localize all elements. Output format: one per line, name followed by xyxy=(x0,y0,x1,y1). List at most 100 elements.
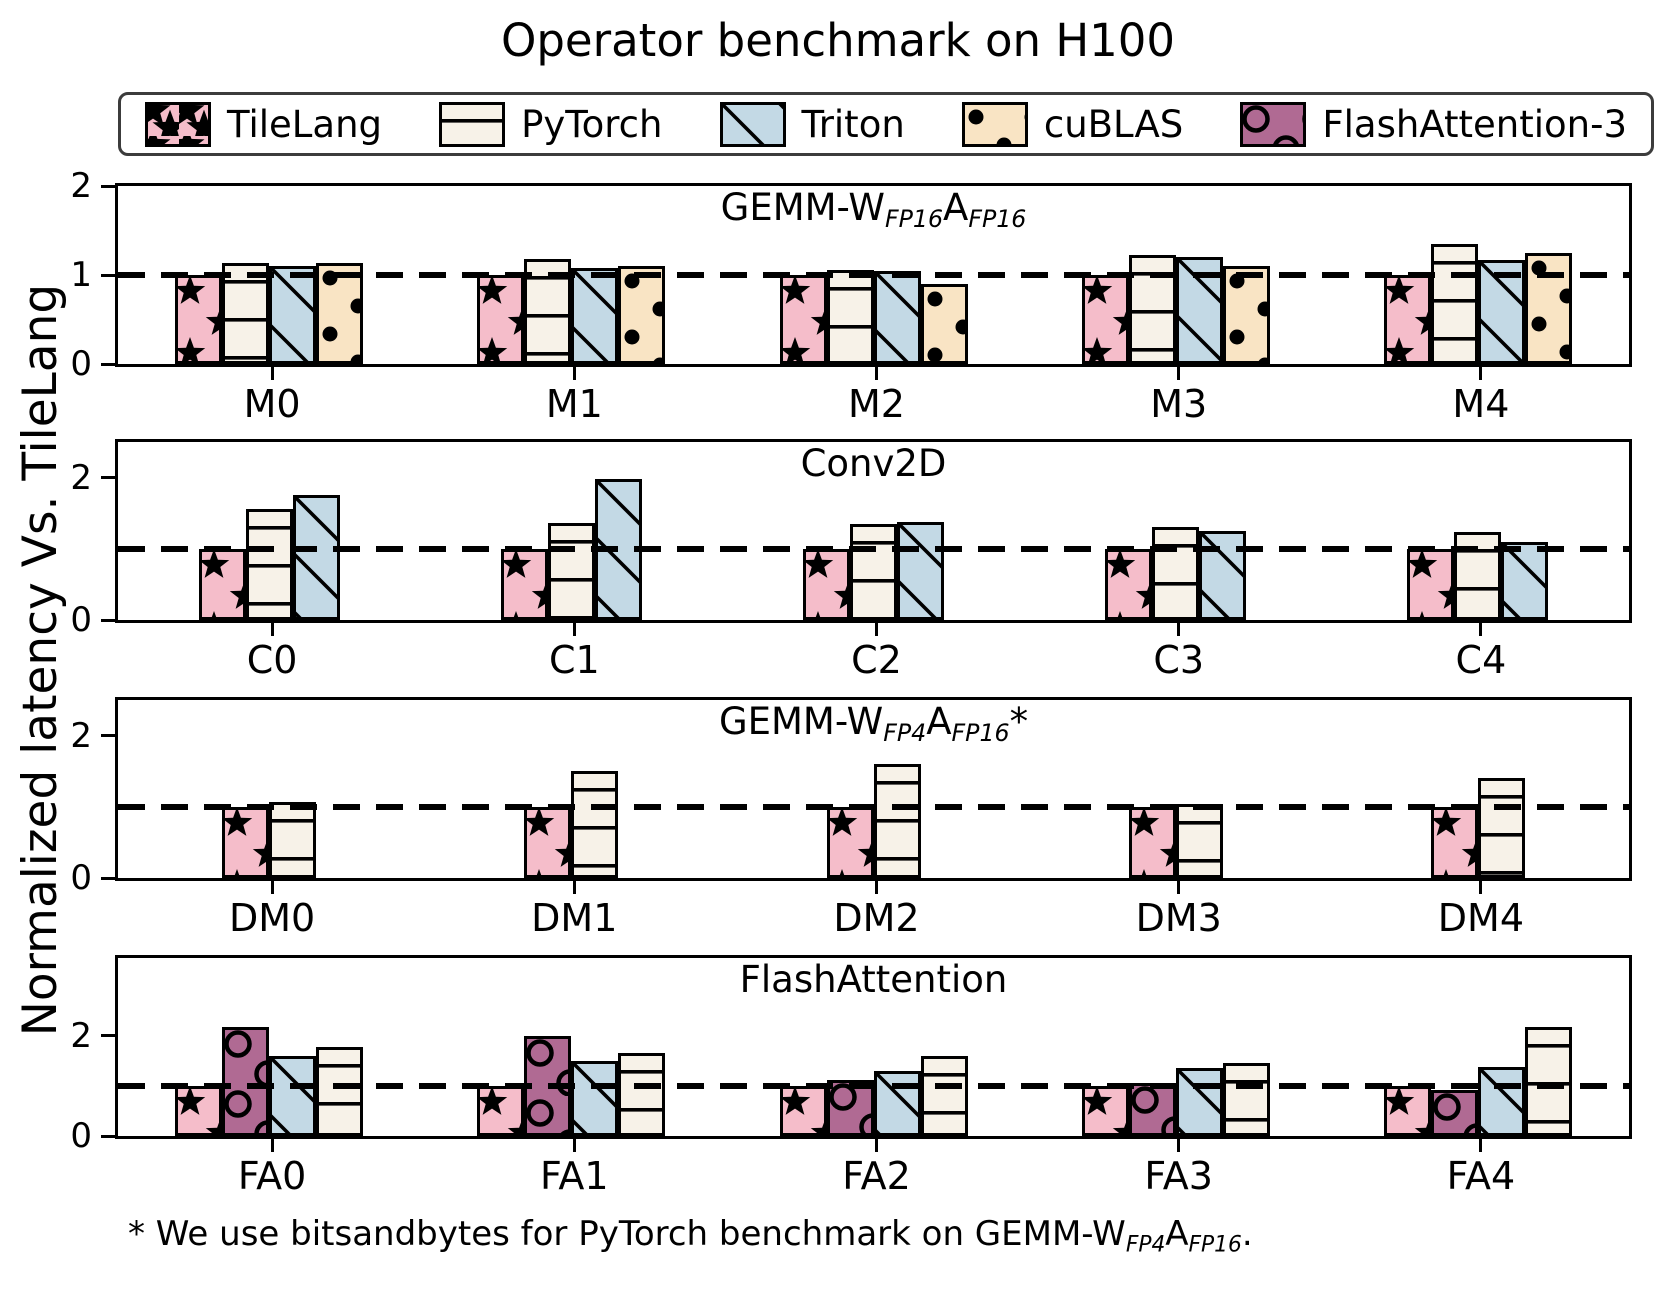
bar-triton-C0 xyxy=(293,495,340,620)
x-tick-mark xyxy=(1479,1139,1483,1152)
y-tick-mark xyxy=(101,184,115,188)
bar-triton-M4 xyxy=(1478,260,1525,364)
bar-triton-M0 xyxy=(269,266,316,364)
x-tick-label: C4 xyxy=(1455,638,1507,682)
bar-tilelang-FA4 xyxy=(1384,1086,1431,1136)
bar-tilelang-M1 xyxy=(477,275,524,364)
bar-tilelang-C1 xyxy=(501,549,548,620)
text-segment: Conv2D xyxy=(800,442,947,485)
x-tick-label: M1 xyxy=(545,382,603,426)
x-tick-label: C3 xyxy=(1153,638,1205,682)
x-tick-mark xyxy=(1177,1139,1181,1152)
bar-cublas-M1 xyxy=(618,266,665,364)
legend-item-cublas: cuBLAS xyxy=(961,101,1184,147)
bar-tilelang-FA2 xyxy=(780,1086,827,1136)
x-tick-mark xyxy=(572,881,576,894)
x-tick-label: DM2 xyxy=(833,896,920,940)
x-tick-label: C0 xyxy=(246,638,298,682)
bar-flashattention3-FA4 xyxy=(1431,1090,1478,1136)
x-tick-mark xyxy=(270,367,274,380)
tilelang-swatch-icon xyxy=(145,101,211,147)
bar-cublas-M4 xyxy=(1525,253,1572,364)
bar-tilelang-C3 xyxy=(1105,549,1152,620)
bar-cublas-M3 xyxy=(1223,266,1270,364)
triton-swatch-icon xyxy=(719,101,786,147)
x-tick-label: DM0 xyxy=(228,896,316,940)
bar-pytorch-C3 xyxy=(1152,527,1199,620)
bar-triton-C4 xyxy=(1501,542,1548,620)
figure-title: Operator benchmark on H100 xyxy=(500,14,1176,67)
x-tick-mark xyxy=(1479,623,1483,636)
x-tick-mark xyxy=(572,367,576,380)
cublas-swatch-icon xyxy=(961,101,1028,147)
text-segment: * xyxy=(1009,700,1029,743)
x-tick-mark xyxy=(1479,881,1483,894)
bar-tilelang-DM3 xyxy=(1129,807,1176,878)
bar-pytorch-DM4 xyxy=(1478,778,1525,878)
x-tick-mark xyxy=(875,367,878,380)
bar-triton-M1 xyxy=(571,268,618,364)
legend-item-tilelang: TileLang xyxy=(145,101,382,147)
legend-label: cuBLAS xyxy=(1043,102,1184,146)
text-segment: . xyxy=(1241,1214,1253,1254)
x-tick-mark xyxy=(572,623,576,636)
bar-tilelang-M2 xyxy=(780,275,827,364)
bar-triton-FA2 xyxy=(874,1071,921,1136)
x-tick-mark xyxy=(572,1139,576,1152)
x-tick-label: M2 xyxy=(848,382,905,426)
footnote: * We use bitsandbytes for PyTorch benchm… xyxy=(128,1214,1253,1258)
x-tick-mark xyxy=(270,1139,274,1152)
y-tick-label: 2 xyxy=(70,715,92,756)
y-tick-mark xyxy=(101,734,115,738)
bar-flashattention3-FA0 xyxy=(222,1027,269,1136)
x-tick-label: M3 xyxy=(1150,382,1208,426)
bar-pytorch-FA1 xyxy=(618,1053,665,1136)
subplot-title: GEMM-WFP4AFP16* xyxy=(118,700,1629,747)
x-tick-label: FA1 xyxy=(540,1154,609,1198)
subplot-title: FlashAttention xyxy=(118,958,1629,1001)
y-tick-label: 2 xyxy=(70,166,92,206)
x-tick-mark xyxy=(270,623,274,636)
bar-pytorch-FA2 xyxy=(921,1056,968,1136)
x-tick-label: DM3 xyxy=(1135,896,1222,940)
x-tick-label: FA0 xyxy=(237,1154,307,1198)
bar-tilelang-FA1 xyxy=(477,1086,524,1136)
subplot-title: GEMM-WFP16AFP16 xyxy=(118,186,1629,233)
text-segment: A xyxy=(926,700,952,743)
y-tick-mark xyxy=(101,476,115,480)
bar-pytorch-DM3 xyxy=(1176,804,1223,878)
y-axis-label: Normalized latency Vs. TileLang xyxy=(13,283,68,1037)
x-tick-label: M0 xyxy=(243,382,301,426)
y-tick-mark xyxy=(101,1134,115,1138)
x-tick-label: FA3 xyxy=(1144,1154,1213,1198)
bar-triton-C2 xyxy=(897,522,944,620)
y-tick-mark xyxy=(101,1034,115,1038)
bar-pytorch-C1 xyxy=(548,523,595,620)
x-tick-label: FA4 xyxy=(1446,1154,1516,1198)
x-tick-mark xyxy=(1479,367,1483,380)
legend-item-flashattention3: FlashAttention-3 xyxy=(1240,101,1627,147)
bar-tilelang-M0 xyxy=(175,275,222,364)
bar-pytorch-FA3 xyxy=(1223,1063,1270,1136)
x-tick-mark xyxy=(875,623,878,636)
bar-tilelang-M4 xyxy=(1384,275,1431,364)
subplot-title: Conv2D xyxy=(118,442,1629,485)
x-tick-label: FA2 xyxy=(842,1154,911,1198)
bar-tilelang-C2 xyxy=(803,549,850,620)
bar-cublas-M2 xyxy=(921,284,968,364)
y-tick-label: 0 xyxy=(70,1116,92,1156)
bar-triton-FA0 xyxy=(269,1056,316,1136)
reference-line xyxy=(118,272,1629,278)
bar-triton-C3 xyxy=(1199,531,1246,620)
reference-line xyxy=(118,545,1629,552)
bar-pytorch-FA4 xyxy=(1525,1027,1572,1136)
x-tick-mark xyxy=(1177,881,1181,894)
bar-tilelang-DM4 xyxy=(1431,807,1478,878)
subscript-text: FP16 xyxy=(885,205,944,234)
text-segment: A xyxy=(943,186,969,229)
y-tick-mark xyxy=(101,618,115,622)
bar-tilelang-M3 xyxy=(1082,275,1129,364)
